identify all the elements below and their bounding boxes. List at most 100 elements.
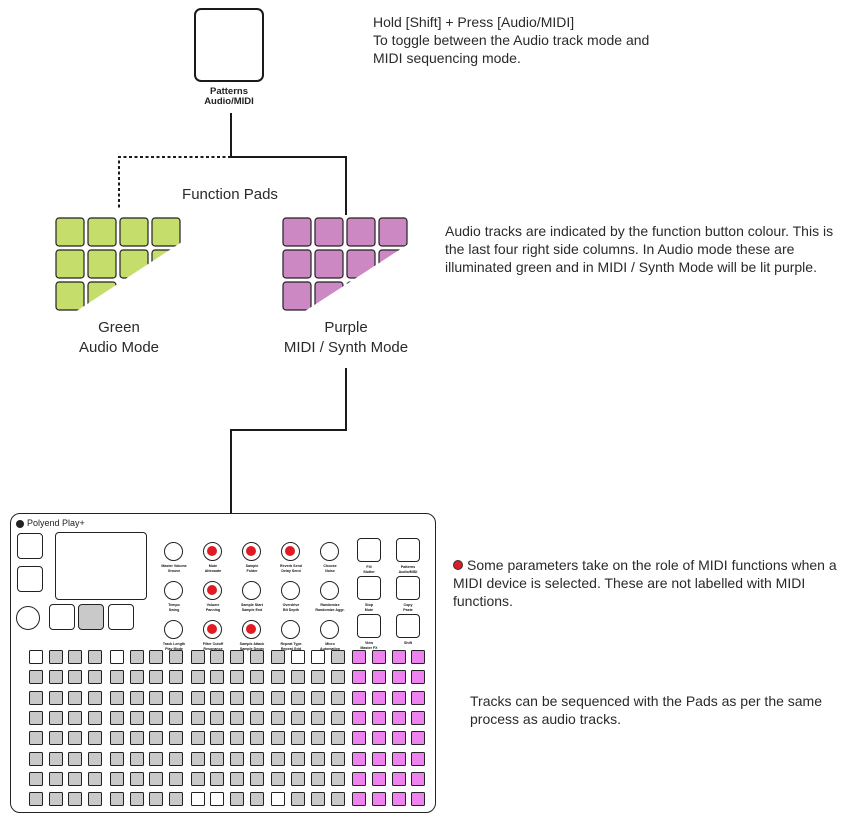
sequencer-pad[interactable] xyxy=(352,650,367,664)
sequencer-pad[interactable] xyxy=(129,731,144,746)
sequencer-pad[interactable] xyxy=(129,792,144,807)
sequencer-pad[interactable] xyxy=(371,690,386,705)
sequencer-pad[interactable] xyxy=(310,751,325,766)
sequencer-pad[interactable] xyxy=(330,670,345,685)
sequencer-pad[interactable] xyxy=(210,731,225,746)
sequencer-pad[interactable] xyxy=(391,710,406,725)
sequencer-pad[interactable] xyxy=(109,731,124,746)
sequencer-pad[interactable] xyxy=(210,771,225,786)
sequencer-pad[interactable] xyxy=(371,751,386,766)
sequencer-pad[interactable] xyxy=(271,710,286,725)
sequencer-pad[interactable] xyxy=(129,710,144,725)
sequencer-pad[interactable] xyxy=(48,751,63,766)
sequencer-pad[interactable] xyxy=(391,670,406,685)
sequencer-pad[interactable] xyxy=(391,771,406,786)
sequencer-pad[interactable] xyxy=(330,792,345,807)
sequencer-pad[interactable] xyxy=(310,771,325,786)
sequencer-pad[interactable] xyxy=(330,751,345,766)
device-knob[interactable] xyxy=(320,542,339,561)
sequencer-pad[interactable] xyxy=(109,670,124,685)
device-knob[interactable] xyxy=(242,620,261,639)
sequencer-pad[interactable] xyxy=(129,751,144,766)
device-function-button[interactable] xyxy=(396,614,420,638)
sequencer-pad[interactable] xyxy=(391,792,406,807)
device-knob[interactable] xyxy=(320,620,339,639)
device-knob[interactable] xyxy=(164,620,183,639)
sequencer-pad[interactable] xyxy=(48,731,63,746)
sequencer-pad[interactable] xyxy=(210,690,225,705)
sequencer-pad[interactable] xyxy=(291,751,306,766)
sequencer-pad[interactable] xyxy=(29,690,43,705)
sequencer-pad[interactable] xyxy=(210,792,225,807)
sequencer-pad[interactable] xyxy=(330,771,345,786)
sequencer-pad[interactable] xyxy=(291,650,306,664)
sequencer-pad[interactable] xyxy=(411,771,426,786)
device-knob[interactable] xyxy=(242,581,261,600)
sequencer-pad[interactable] xyxy=(88,650,103,664)
device-knob[interactable] xyxy=(203,581,222,600)
device-left-button-middle[interactable] xyxy=(17,566,43,592)
sequencer-pad[interactable] xyxy=(109,690,124,705)
sequencer-pad[interactable] xyxy=(48,670,63,685)
sequencer-pad[interactable] xyxy=(310,710,325,725)
sequencer-pad[interactable] xyxy=(29,771,43,786)
sequencer-pad[interactable] xyxy=(371,731,386,746)
sequencer-pad[interactable] xyxy=(68,792,83,807)
sequencer-pad[interactable] xyxy=(271,650,286,664)
sequencer-pad[interactable] xyxy=(371,771,386,786)
sequencer-pad[interactable] xyxy=(371,650,386,664)
sequencer-pad[interactable] xyxy=(249,650,264,664)
sequencer-pad[interactable] xyxy=(352,751,367,766)
sequencer-pad[interactable] xyxy=(168,731,183,746)
sequencer-pad[interactable] xyxy=(411,731,426,746)
sequencer-pad[interactable] xyxy=(411,690,426,705)
sequencer-pad[interactable] xyxy=(411,710,426,725)
sequencer-pad[interactable] xyxy=(371,670,386,685)
sequencer-pad[interactable] xyxy=(230,731,244,746)
patterns-audio-midi-button[interactable] xyxy=(194,8,264,82)
sequencer-pad[interactable] xyxy=(48,690,63,705)
device-function-button[interactable] xyxy=(396,576,420,600)
sequencer-pad[interactable] xyxy=(88,751,103,766)
sequencer-pad[interactable] xyxy=(330,650,345,664)
sequencer-pad[interactable] xyxy=(68,690,83,705)
sequencer-pad[interactable] xyxy=(391,751,406,766)
device-knob[interactable] xyxy=(203,542,222,561)
sequencer-pad[interactable] xyxy=(310,690,325,705)
sequencer-pad[interactable] xyxy=(149,792,164,807)
sequencer-pad[interactable] xyxy=(48,710,63,725)
sequencer-pad[interactable] xyxy=(190,751,205,766)
device-knob[interactable] xyxy=(242,542,261,561)
sequencer-pad[interactable] xyxy=(29,670,43,685)
sequencer-pad[interactable] xyxy=(190,771,205,786)
sequencer-pad[interactable] xyxy=(109,792,124,807)
sequencer-pad[interactable] xyxy=(68,650,83,664)
device-knob[interactable] xyxy=(320,581,339,600)
device-function-button[interactable] xyxy=(357,576,381,600)
sequencer-pad[interactable] xyxy=(190,670,205,685)
sequencer-pad[interactable] xyxy=(391,690,406,705)
sequencer-pad[interactable] xyxy=(230,650,244,664)
sequencer-pad[interactable] xyxy=(190,650,205,664)
sequencer-pad[interactable] xyxy=(129,670,144,685)
sequencer-pad[interactable] xyxy=(109,751,124,766)
sequencer-pad[interactable] xyxy=(291,710,306,725)
sequencer-pad[interactable] xyxy=(352,690,367,705)
sequencer-pad[interactable] xyxy=(230,792,244,807)
sequencer-pad[interactable] xyxy=(352,771,367,786)
sequencer-pad[interactable] xyxy=(29,710,43,725)
sequencer-pad[interactable] xyxy=(29,650,43,664)
sequencer-pad[interactable] xyxy=(190,710,205,725)
sequencer-pad[interactable] xyxy=(230,690,244,705)
device-function-button[interactable] xyxy=(357,538,381,562)
sequencer-pad[interactable] xyxy=(249,751,264,766)
sequencer-pad[interactable] xyxy=(391,731,406,746)
sequencer-pad[interactable] xyxy=(48,792,63,807)
sequencer-pad[interactable] xyxy=(129,650,144,664)
sequencer-pad[interactable] xyxy=(210,710,225,725)
sequencer-pad[interactable] xyxy=(168,650,183,664)
device-bottom-button-2[interactable] xyxy=(78,604,104,630)
sequencer-pad[interactable] xyxy=(411,650,426,664)
device-left-encoder[interactable] xyxy=(16,606,40,630)
sequencer-pad[interactable] xyxy=(310,650,325,664)
